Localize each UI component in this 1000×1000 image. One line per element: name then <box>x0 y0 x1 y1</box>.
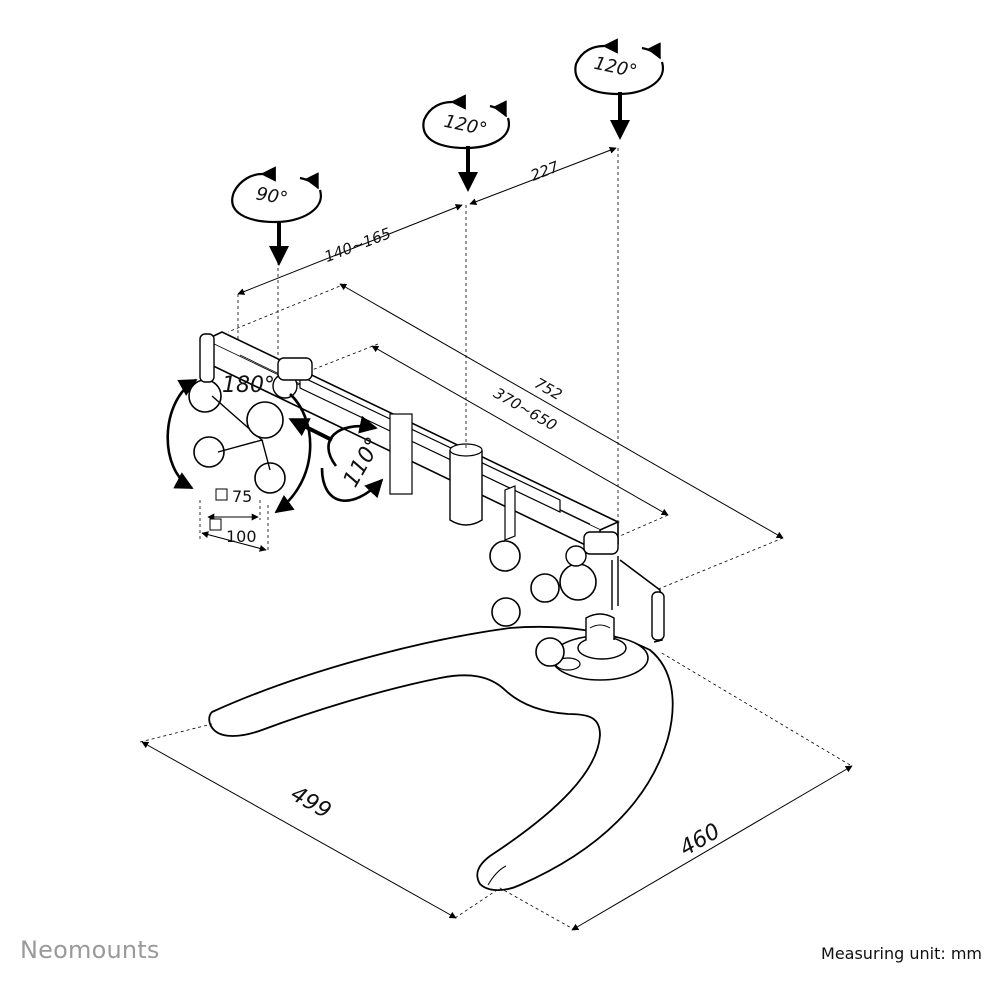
left-swivel-label: 90° <box>254 183 289 209</box>
swivel-down-arrows <box>269 92 630 266</box>
vesa-large-label: 100 <box>226 527 257 546</box>
brand-logo: Neomounts <box>20 936 160 964</box>
base-depth-label: 499 <box>286 782 335 825</box>
offset-left-label: 140~165 <box>322 224 394 266</box>
swivel-ellipses <box>231 38 665 224</box>
rotation-arcs <box>166 378 384 514</box>
crossbar <box>203 331 620 554</box>
right-monitor-head <box>489 531 665 667</box>
bar-total-label: 752 <box>531 374 565 404</box>
offset-right-label: 227 <box>528 157 562 184</box>
stand-pole <box>551 613 649 681</box>
right-swivel-label: 120° <box>592 53 639 83</box>
vesa-small-label: 75 <box>232 487 252 506</box>
dimension-lines <box>141 146 853 931</box>
mid-swivel-label: 120° <box>442 111 489 141</box>
rotation-label: 180° <box>222 373 275 398</box>
measuring-unit-note: Measuring unit: mm <box>821 944 982 963</box>
vesa-symbols <box>209 488 228 531</box>
